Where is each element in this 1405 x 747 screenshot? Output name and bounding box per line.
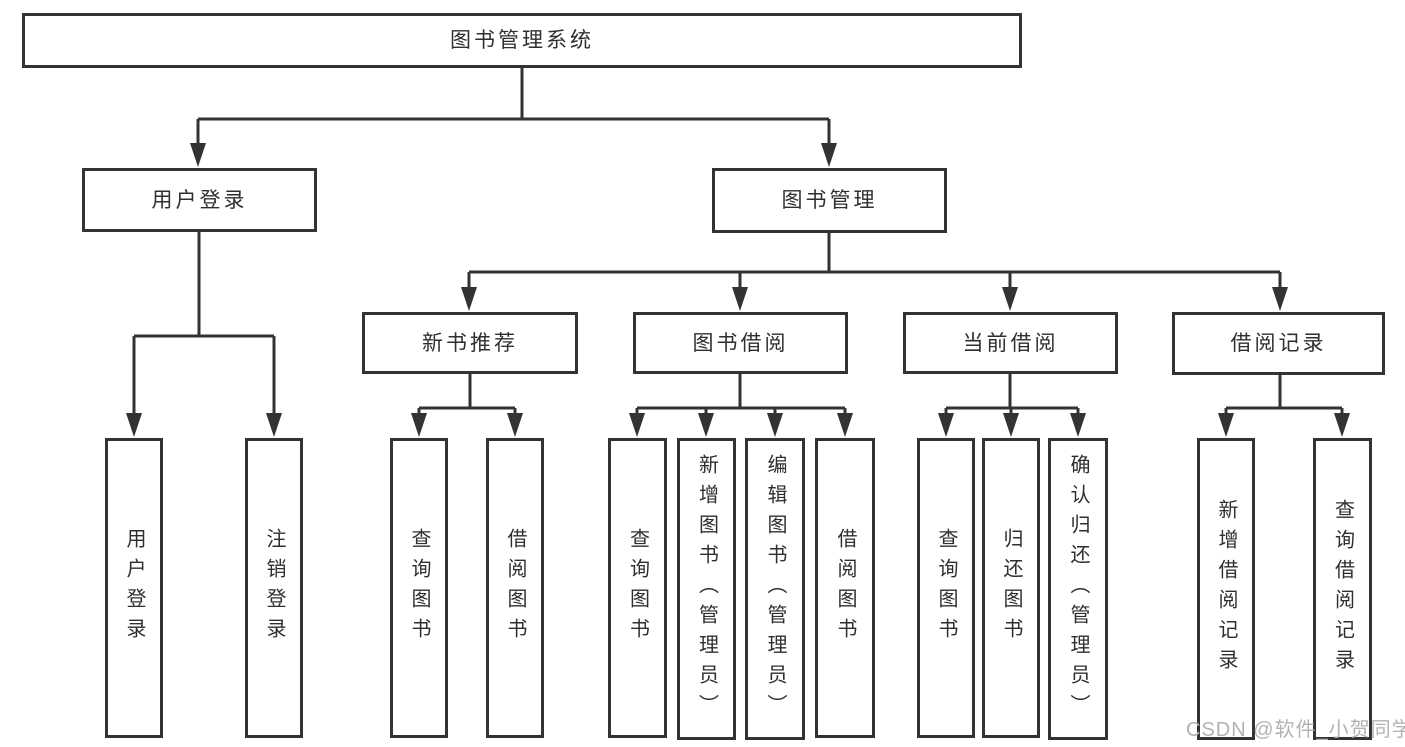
leaf-query-books-2-label: 查询图书 <box>626 528 649 648</box>
leaf-query-borrow-record-label: 查询借阅记录 <box>1331 499 1354 679</box>
leaf-borrow-books-1: 借阅图书 <box>486 438 544 738</box>
node-book-management-label: 图书管理 <box>781 189 878 212</box>
node-user-login-label: 用户登录 <box>151 188 248 212</box>
leaf-return-books-label: 归还图书 <box>1000 528 1022 648</box>
leaf-user-login-label: 用户登录 <box>123 528 145 648</box>
arrowheads <box>126 143 1350 437</box>
node-root: 图书管理系统 <box>22 13 1022 68</box>
leaf-borrow-books-2: 借阅图书 <box>815 438 875 738</box>
leaf-return-books: 归还图书 <box>982 438 1040 738</box>
leaf-borrow-books-2-label: 借阅图书 <box>834 528 856 648</box>
leaf-query-books-1: 查询图书 <box>390 438 448 738</box>
leaf-query-books-1-label: 查询图书 <box>408 528 430 648</box>
leaf-add-borrow-record: 新增借阅记录 <box>1197 438 1255 740</box>
node-root-label: 图书管理系统 <box>450 29 594 52</box>
leaf-add-book-admin-label: 新增图书（管理员） <box>695 454 718 724</box>
leaf-query-books-3-label: 查询图书 <box>935 528 957 648</box>
leaf-query-borrow-record: 查询借阅记录 <box>1313 438 1372 740</box>
leaf-logout-label: 注销登录 <box>263 528 285 648</box>
node-user-login: 用户登录 <box>82 168 317 232</box>
leaf-edit-book-admin-label: 编辑图书（管理员） <box>764 454 786 724</box>
node-book-borrow-label: 图书借阅 <box>692 331 789 355</box>
leaf-add-book-admin: 新增图书（管理员） <box>677 438 736 740</box>
node-new-book-recommend-label: 新书推荐 <box>422 331 518 355</box>
leaf-confirm-return-admin-label: 确认归还（管理员） <box>1067 454 1089 724</box>
watermark: CSDN @软件_小贺同学 <box>1186 719 1405 741</box>
node-new-book-recommend: 新书推荐 <box>362 312 578 374</box>
node-book-borrow: 图书借阅 <box>633 312 848 374</box>
node-current-borrow-label: 当前借阅 <box>962 331 1059 355</box>
leaf-user-login: 用户登录 <box>105 438 163 738</box>
node-borrow-records-label: 借阅记录 <box>1230 332 1327 355</box>
leaf-borrow-books-1-label: 借阅图书 <box>504 528 526 648</box>
leaf-query-books-3: 查询图书 <box>917 438 975 738</box>
leaf-confirm-return-admin: 确认归还（管理员） <box>1048 438 1108 740</box>
leaf-edit-book-admin: 编辑图书（管理员） <box>745 438 805 740</box>
leaf-add-borrow-record-label: 新增借阅记录 <box>1215 499 1237 679</box>
node-current-borrow: 当前借阅 <box>903 312 1118 374</box>
node-borrow-records: 借阅记录 <box>1172 312 1385 375</box>
leaf-logout: 注销登录 <box>245 438 303 738</box>
node-book-management: 图书管理 <box>712 168 947 233</box>
leaf-query-books-2: 查询图书 <box>608 438 667 738</box>
